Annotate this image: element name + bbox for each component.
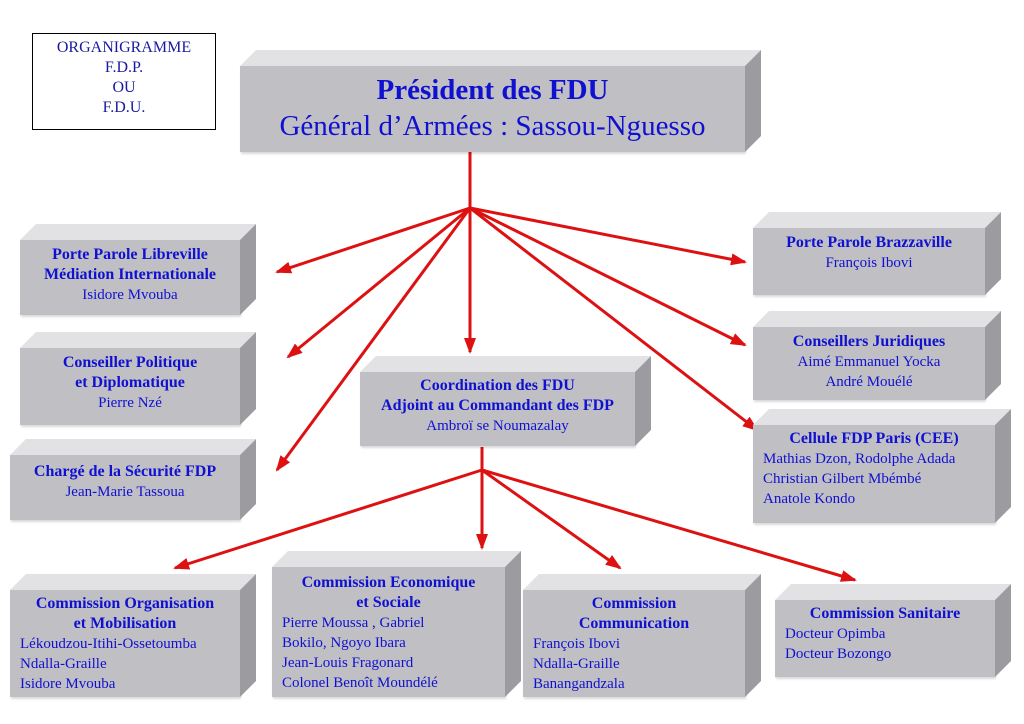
arrow-to-porte-parole-brazzaville xyxy=(469,206,747,266)
box-title: Porte Parole Brazzaville xyxy=(786,234,952,251)
arrow-to-charge-securite xyxy=(275,207,472,472)
box-title: Commission xyxy=(591,595,677,612)
box-name: Lékoudzou-Itihi-Ossetoumba xyxy=(20,636,197,652)
box-title: Chargé de la Sécurité FDP xyxy=(33,463,217,480)
box-name: Pierre Nzé xyxy=(98,395,162,411)
box-name: Jean-Marie Tassoua xyxy=(65,484,185,500)
box-name: André Mouélé xyxy=(825,374,913,390)
box-name: Christian Gilbert Mbémbé xyxy=(763,471,922,487)
box-name: Mathias Dzon, Rodolphe Adada xyxy=(763,451,956,467)
arrow-to-commission-communication xyxy=(481,468,622,570)
box-title: Commission Organisation xyxy=(35,595,215,612)
legend-line: OU xyxy=(112,79,136,96)
box-name: Ambroï se Noumazalay xyxy=(426,418,569,434)
box-name: Général d’Armées : Sassou-Nguesso xyxy=(279,110,706,142)
conseiller-politique-box: Conseiller Politique et Diplomatique Pie… xyxy=(20,348,240,425)
box-name: François Ibovi xyxy=(533,636,621,652)
arrow-to-conseiller-politique xyxy=(286,206,471,359)
porte-parole-brazzaville-box: Porte Parole Brazzaville François Ibovi xyxy=(753,228,985,295)
legend-line: ORGANIGRAMME xyxy=(56,39,192,56)
box-title: Médiation Internationale xyxy=(44,266,216,283)
box-name: François Ibovi xyxy=(825,255,913,271)
box-title: Président des FDU xyxy=(376,74,609,106)
box-name: Isidore Mvouba xyxy=(20,676,116,692)
commission-economique-box: Commission Economique et Sociale Pierre … xyxy=(272,567,505,697)
box-title: et Sociale xyxy=(356,594,421,611)
box-title: et Mobilisation xyxy=(73,615,177,632)
legend-line: F.D.U. xyxy=(102,99,146,116)
box-name: Docteur Bozongo xyxy=(785,646,892,662)
charge-securite-box: Chargé de la Sécurité FDP Jean-Marie Tas… xyxy=(10,455,240,520)
arrow-to-commission-sanitaire xyxy=(481,468,857,582)
legend-line: F.D.P. xyxy=(104,59,144,76)
box-name: Aimé Emmanuel Yocka xyxy=(797,354,941,370)
box-name: Docteur Opimba xyxy=(785,626,886,642)
arrow-to-cellule-paris xyxy=(469,206,759,432)
box-name: Isidore Mvouba xyxy=(82,287,178,303)
arrow-to-commission-organisation xyxy=(173,468,483,570)
commission-communication-box: Commission Communication François Ibovi … xyxy=(523,590,745,697)
box-name: Ndalla-Graille xyxy=(20,656,107,672)
box-title: Cellule FDP Paris (CEE) xyxy=(789,430,959,447)
box-title: Communication xyxy=(578,615,690,632)
cellule-paris-box: Cellule FDP Paris (CEE) Mathias Dzon, Ro… xyxy=(753,425,995,523)
box-name: Banangandzala xyxy=(533,676,625,692)
porte-parole-libreville-box: Porte Parole Libreville Médiation Intern… xyxy=(20,240,240,315)
box-title: Adjoint au Commandant des FDP xyxy=(381,397,614,414)
box-title: Conseiller Politique xyxy=(62,354,198,371)
arrow-to-porte-parole-libreville xyxy=(275,206,471,274)
president-box: Président des FDU Général d’Armées : Sas… xyxy=(240,66,745,152)
box-title: Coordination des FDU xyxy=(420,377,575,394)
box-name: Anatole Kondo xyxy=(763,491,856,507)
chart-legend-box: ORGANIGRAMME F.D.P. OU F.D.U. xyxy=(32,33,216,130)
box-title: Conseillers Juridiques xyxy=(792,333,946,350)
commission-sanitaire-box: Commission Sanitaire Docteur Opimba Doct… xyxy=(775,600,995,677)
arrow-to-conseillers-juridiques xyxy=(469,206,747,347)
commission-organisation-box: Commission Organisation et Mobilisation … xyxy=(10,590,240,697)
box-name: Ndalla-Graille xyxy=(533,656,620,672)
box-title: Commission Economique xyxy=(301,574,476,591)
box-name: Jean-Louis Fragonard xyxy=(282,655,414,671)
box-name: Pierre Moussa , Gabriel xyxy=(282,615,425,631)
box-title: et Diplomatique xyxy=(75,374,185,391)
coordination-box: Coordination des FDU Adjoint au Commanda… xyxy=(360,372,635,446)
conseillers-juridiques-box: Conseillers Juridiques Aimé Emmanuel Yoc… xyxy=(753,327,985,400)
box-name: Bokilo, Ngoyo Ibara xyxy=(282,635,406,651)
box-title: Porte Parole Libreville xyxy=(52,246,208,263)
box-name: Colonel Benoît Moundélé xyxy=(282,675,438,691)
box-title: Commission Sanitaire xyxy=(809,605,961,622)
